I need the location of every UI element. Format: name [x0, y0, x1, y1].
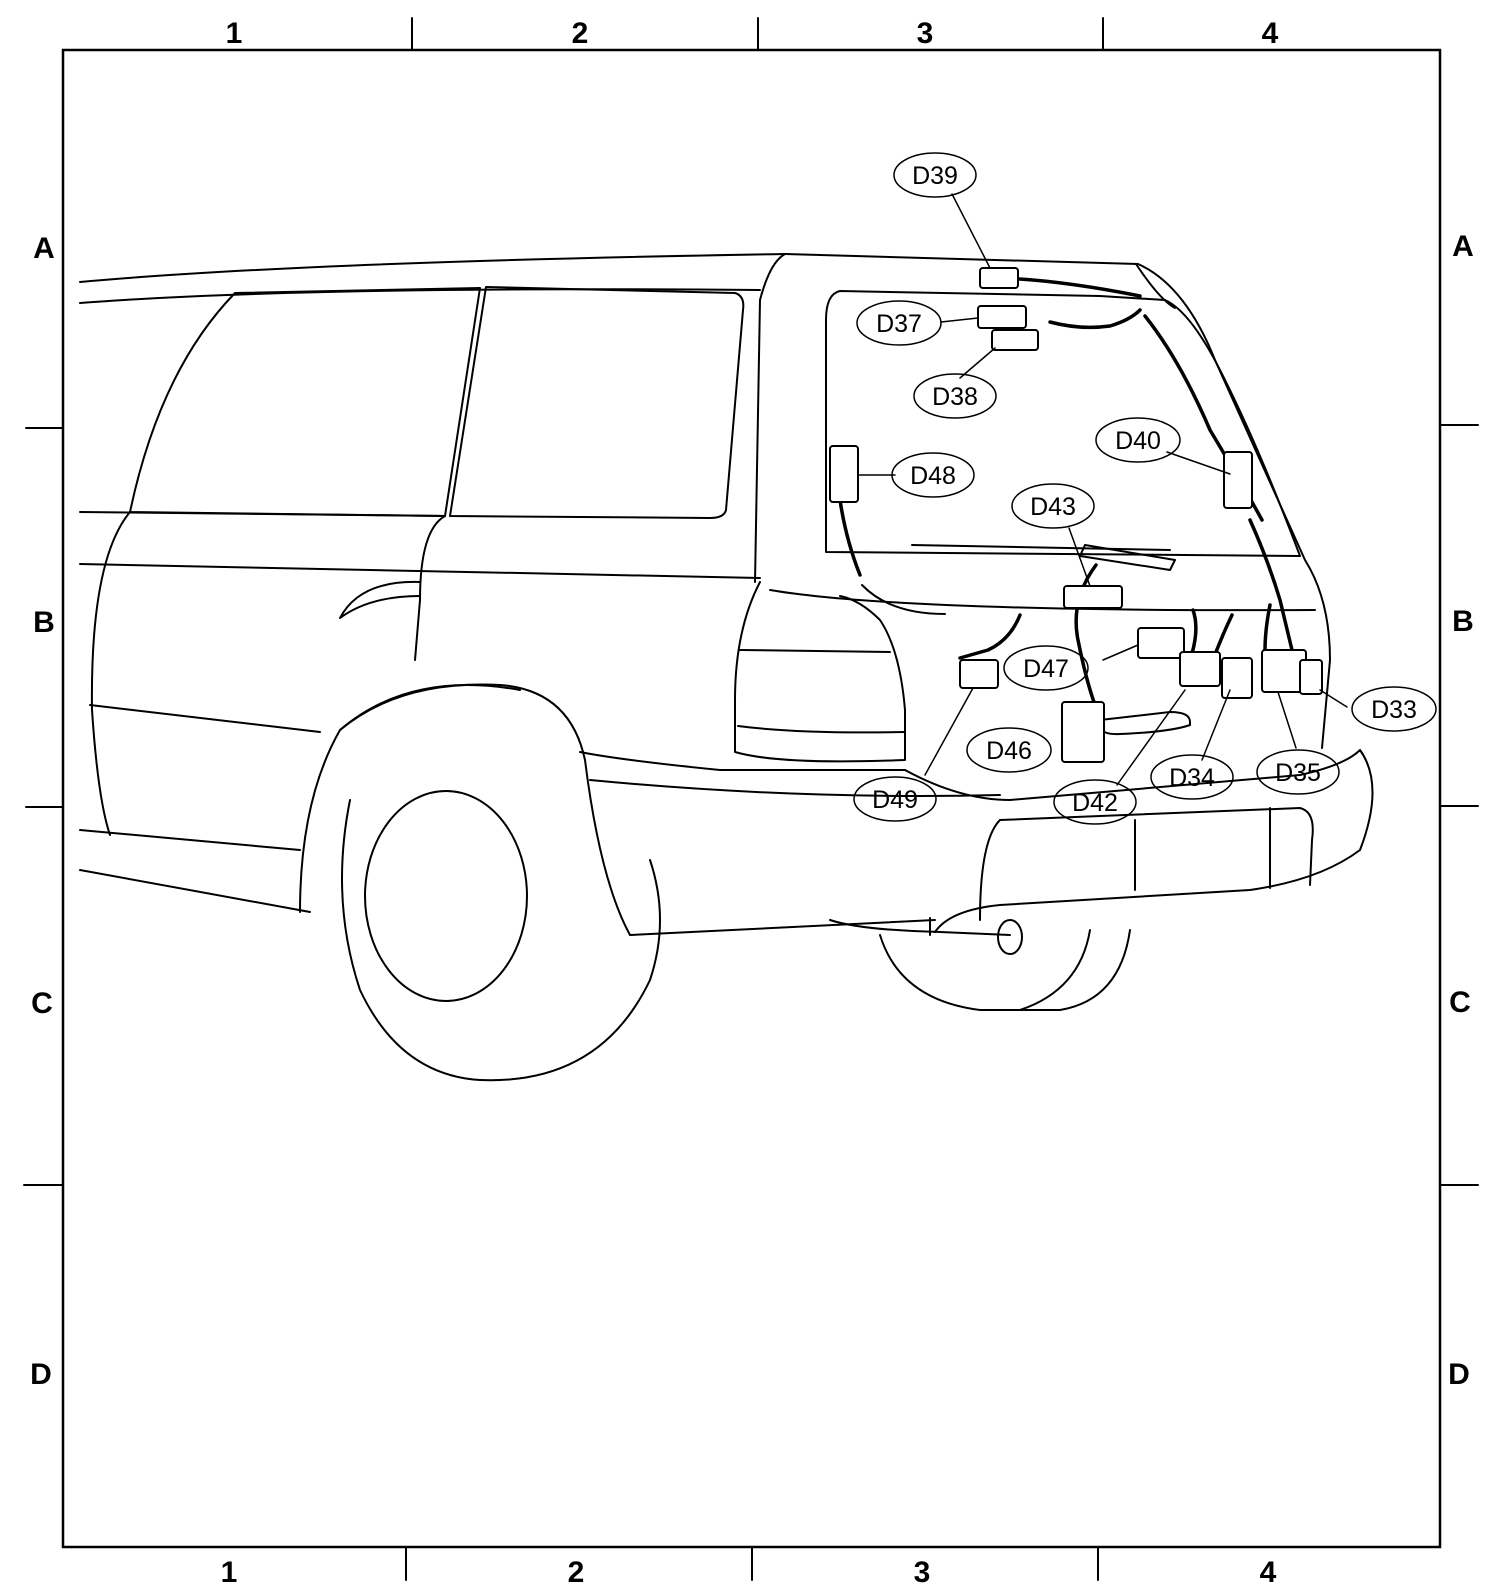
callout-d38: D38	[913, 373, 997, 419]
callout-label-d37: D37	[876, 310, 922, 338]
row-label-left-d: D	[30, 1358, 52, 1391]
top-column-ticks	[411, 17, 1104, 51]
left-row-ticks	[23, 427, 64, 1186]
row-label-right-a: A	[1452, 230, 1474, 263]
callout-label-d35: D35	[1275, 759, 1321, 787]
callout-d46: D46	[966, 727, 1052, 773]
row-label-right-c: C	[1449, 986, 1471, 1019]
callout-label-d42: D42	[1072, 789, 1118, 817]
row-label-left-c: C	[31, 987, 53, 1020]
callout-label-d40: D40	[1115, 427, 1161, 455]
connector-bodies	[829, 267, 1323, 763]
callout-label-d33: D33	[1371, 696, 1417, 724]
callout-d49: D49	[853, 776, 937, 822]
callout-label-d48: D48	[910, 462, 956, 490]
col-label-top-3: 3	[917, 17, 934, 50]
callout-d43: D43	[1011, 483, 1095, 529]
callout-d47: D47	[1003, 645, 1089, 691]
callout-label-d49: D49	[872, 786, 918, 814]
row-label-left-b: B	[33, 606, 55, 639]
callout-label-d47: D47	[1023, 655, 1069, 683]
col-label-top-4: 4	[1262, 17, 1279, 50]
col-label-bottom-4: 4	[1260, 1556, 1277, 1589]
callout-label-d34: D34	[1169, 764, 1215, 792]
callout-d39: D39	[893, 152, 977, 198]
diagram-frame	[61, 48, 1442, 1549]
callout-label-d43: D43	[1030, 493, 1076, 521]
callout-d40: D40	[1095, 417, 1181, 463]
callout-d37: D37	[856, 300, 942, 346]
callout-d34: D34	[1150, 754, 1234, 800]
col-label-bottom-1: 1	[221, 1556, 238, 1589]
callout-d42: D42	[1053, 779, 1137, 825]
row-label-right-b: B	[1452, 605, 1474, 638]
col-label-bottom-2: 2	[568, 1556, 585, 1589]
right-row-ticks	[1439, 424, 1479, 1186]
bottom-column-ticks	[405, 1546, 1099, 1581]
callout-label-d38: D38	[932, 383, 978, 411]
callout-d35: D35	[1256, 749, 1340, 795]
row-label-left-a: A	[33, 232, 55, 265]
vehicle-drawing	[79, 253, 1374, 1082]
col-label-top-2: 2	[572, 17, 589, 50]
col-label-bottom-3: 3	[914, 1556, 931, 1589]
leader-lines	[857, 193, 1348, 786]
row-label-right-d: D	[1448, 1358, 1470, 1391]
callout-d33: D33	[1351, 686, 1437, 732]
callout-label-d46: D46	[986, 737, 1032, 765]
col-label-top-1: 1	[226, 17, 243, 50]
callout-d48: D48	[891, 452, 975, 498]
callout-label-d39: D39	[912, 162, 958, 190]
